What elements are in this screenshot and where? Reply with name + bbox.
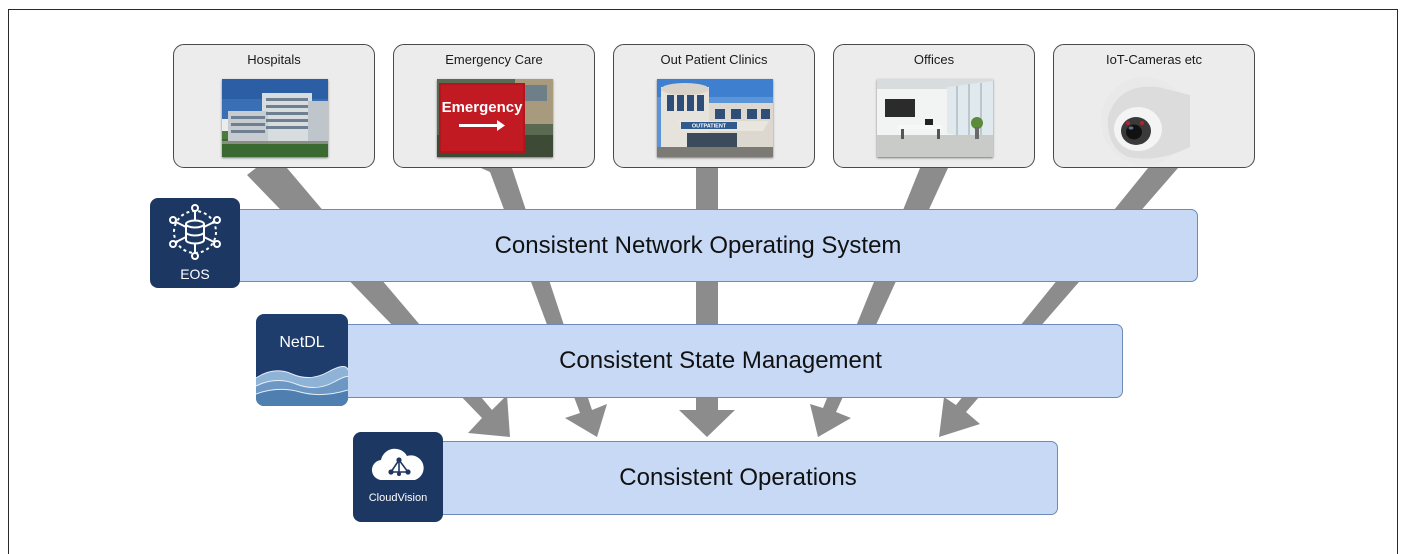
emergency-sign-photo: Emergency xyxy=(437,79,553,157)
cloudvision-logo-text: CloudVision xyxy=(368,492,428,504)
clinic-building-photo: OUTPATIENT xyxy=(657,79,773,157)
eos-logo: EOS xyxy=(150,198,240,288)
layer-operations: Consistent Operations xyxy=(418,441,1058,515)
layer-network-operating-system: Consistent Network Operating System xyxy=(198,209,1198,282)
database-network-icon xyxy=(169,204,221,260)
location-label: Offices xyxy=(913,52,955,67)
arrow-clinics xyxy=(679,168,735,437)
netdl-logo: NetDL xyxy=(256,314,348,406)
cloud-network-icon xyxy=(371,448,424,481)
emergency-sign-text: Emergency xyxy=(442,99,524,116)
layer-state-management: Consistent State Management xyxy=(318,324,1123,398)
location-label: Out Patient Clinics xyxy=(660,52,768,67)
layer-label: Consistent State Management xyxy=(559,347,882,374)
layer-label: Consistent Operations xyxy=(619,464,857,491)
location-label: Hospitals xyxy=(247,52,301,67)
eos-logo-text: EOS xyxy=(180,266,210,282)
location-card-hospitals: Hospitals xyxy=(173,44,375,168)
location-card-emergency-care: Emergency Care Emergency xyxy=(393,44,595,168)
location-card-out-patient-clinics: Out Patient Clinics OUTPATIENT xyxy=(613,44,815,168)
location-card-offices: Offices xyxy=(833,44,1035,168)
location-label: Emergency Care xyxy=(445,52,543,67)
hospital-building-photo xyxy=(222,79,328,157)
data-waves-icon xyxy=(256,366,348,406)
security-camera-photo xyxy=(1098,77,1192,165)
diagram-frame xyxy=(8,9,1398,554)
location-label: IoT-Cameras etc xyxy=(1105,52,1203,67)
outpatient-sign-text: OUTPATIENT xyxy=(692,124,727,130)
netdl-logo-text: NetDL xyxy=(279,334,325,351)
location-card-iot-cameras: IoT-Cameras etc xyxy=(1053,44,1255,168)
office-interior-photo xyxy=(877,79,993,157)
cloudvision-logo: CloudVision xyxy=(353,432,443,522)
layer-label: Consistent Network Operating System xyxy=(494,231,902,259)
